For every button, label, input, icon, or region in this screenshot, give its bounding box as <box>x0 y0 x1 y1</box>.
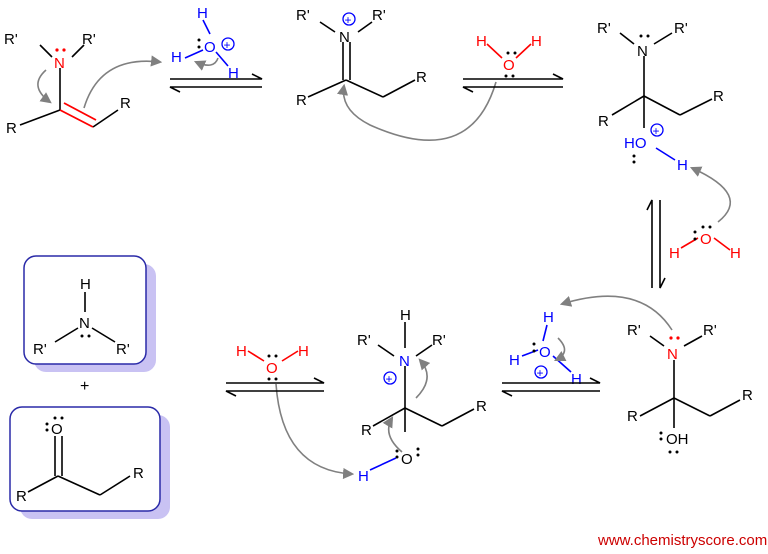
h3o-oxygen: O <box>204 39 216 56</box>
carbinolamine-r-prime-left: R' <box>627 322 641 339</box>
iminium-r-prime-right: R' <box>372 7 386 24</box>
oxonium-adduct-structure: R' N R' R R HO + H <box>597 20 731 223</box>
h3o2-oxygen: O <box>539 344 551 361</box>
ammonium-r-prime-left: R' <box>357 332 371 349</box>
adduct-charge: + <box>653 124 660 138</box>
equilibrium-arrow-vertical <box>646 199 666 289</box>
h3o2-hydrogen-top: H <box>543 309 554 326</box>
ammonium-r-prime-right: R' <box>432 332 446 349</box>
ketone-r-right: R <box>133 465 144 482</box>
amine-nitrogen: N <box>79 315 90 332</box>
hydronium-2: H O H + H <box>509 309 582 388</box>
adduct-hydroxonium: HO <box>624 135 647 152</box>
iminium-charge: + <box>345 13 352 27</box>
water3-hydrogen-left: H <box>236 343 247 360</box>
water3-hydrogen-right: H <box>298 343 309 360</box>
adduct-r-left: R <box>598 113 609 130</box>
ammonium-oxygen: O <box>401 451 413 468</box>
h3o-charge: + <box>224 38 231 52</box>
carbinolamine-structure: R' N R' R R OH <box>559 295 753 454</box>
ketone-r-left: R <box>16 488 27 505</box>
water1-hydrogen-left: H <box>476 33 487 50</box>
equilibrium-arrow-4 <box>225 377 325 397</box>
ammonium-hydrogen: H <box>400 307 411 324</box>
enamine-structure: R' N R' R R <box>4 31 163 137</box>
product-plus-sign: + <box>80 378 89 395</box>
ammonium-structure: H R' N R' + R R O H <box>357 307 487 485</box>
adduct-r-prime-right: R' <box>674 20 688 37</box>
h3o-hydrogen-left: H <box>171 49 182 66</box>
enamine-r-right: R <box>120 95 131 112</box>
carbinolamine-r-right: R <box>742 387 753 404</box>
iminium-structure: R' N R' + R R <box>296 7 497 141</box>
adduct-hydrogen: H <box>677 157 688 174</box>
carbinolamine-hydroxyl: OH <box>666 431 689 448</box>
h3o2-hydrogen-right: H <box>571 371 582 388</box>
equilibrium-arrow-3 <box>501 377 601 397</box>
iminium-r-prime-left: R' <box>296 7 310 24</box>
equilibrium-arrow-2 <box>462 73 564 93</box>
amine-r-prime-right: R' <box>116 341 130 358</box>
amine-hydrogen: H <box>80 276 91 293</box>
iminium-r-left: R <box>296 92 307 109</box>
hydronium-1: H O + H H <box>171 5 239 82</box>
carbinolamine-nitrogen: N <box>667 346 678 363</box>
enamine-r-prime-left: R' <box>4 31 18 48</box>
water2-hydrogen-right: H <box>730 245 741 262</box>
h3o2-charge: + <box>537 366 544 380</box>
carbinolamine-r-left: R <box>627 408 638 425</box>
water2-oxygen: O <box>700 231 712 248</box>
adduct-r-right: R <box>713 88 724 105</box>
site-credit: www.chemistryscore.com <box>597 532 767 549</box>
carbinolamine-r-prime-right: R' <box>703 322 717 339</box>
enamine-nitrogen: N <box>54 55 65 72</box>
ammonium-r-right: R <box>476 398 487 415</box>
ammonium-charge: + <box>386 372 393 386</box>
iminium-r-right: R <box>416 69 427 86</box>
iminium-nitrogen: N <box>339 29 350 46</box>
adduct-r-prime-left: R' <box>597 20 611 37</box>
h3o2-hydrogen-left: H <box>509 352 520 369</box>
amine-r-prime-left: R' <box>33 341 47 358</box>
ammonium-oh-hydrogen: H <box>358 468 369 485</box>
water1-oxygen: O <box>503 57 515 74</box>
enamine-r-left: R <box>6 120 17 137</box>
enamine-r-prime-right: R' <box>82 31 96 48</box>
h3o-hydrogen-right: H <box>228 65 239 82</box>
water1-hydrogen-right: H <box>531 33 542 50</box>
ammonium-r-left: R <box>361 422 372 439</box>
water3-oxygen: O <box>266 360 278 377</box>
water-3: H O H <box>236 343 355 480</box>
ketone-product-box: O R R <box>9 406 170 519</box>
water2-hydrogen-left: H <box>669 245 680 262</box>
equilibrium-arrow-1 <box>169 73 263 93</box>
water-2: H O H <box>669 225 741 262</box>
ketone-oxygen: O <box>51 421 63 438</box>
adduct-nitrogen: N <box>637 43 648 60</box>
h3o-hydrogen-top: H <box>197 5 208 22</box>
water-1: H O H <box>476 33 542 78</box>
ammonium-nitrogen: N <box>399 353 410 370</box>
amine-product-box: H N R' R' <box>23 255 156 372</box>
